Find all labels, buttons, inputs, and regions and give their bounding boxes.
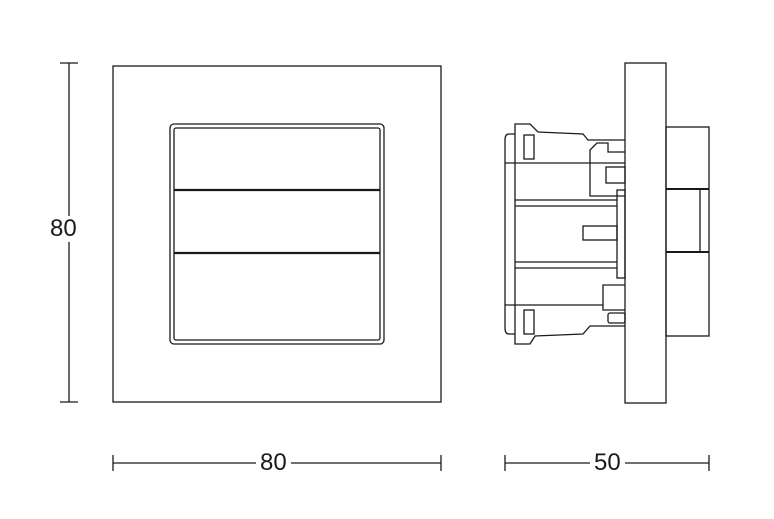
- rocker-frame-inner: [173, 127, 381, 341]
- height-dimension-label: 80: [46, 216, 81, 242]
- front-view-switch: [112, 65, 442, 403]
- depth-dimension-label: 50: [590, 450, 625, 476]
- width-dimension-label: 80: [256, 450, 291, 476]
- side-rocker-block: [665, 126, 710, 337]
- mounting-bracket: [504, 133, 515, 335]
- side-cover-plate: [624, 62, 667, 404]
- insert-body: [514, 123, 625, 345]
- cover-frame: [112, 65, 442, 403]
- side-view-switch: [504, 62, 710, 404]
- rocker-frame-outer: [169, 123, 385, 345]
